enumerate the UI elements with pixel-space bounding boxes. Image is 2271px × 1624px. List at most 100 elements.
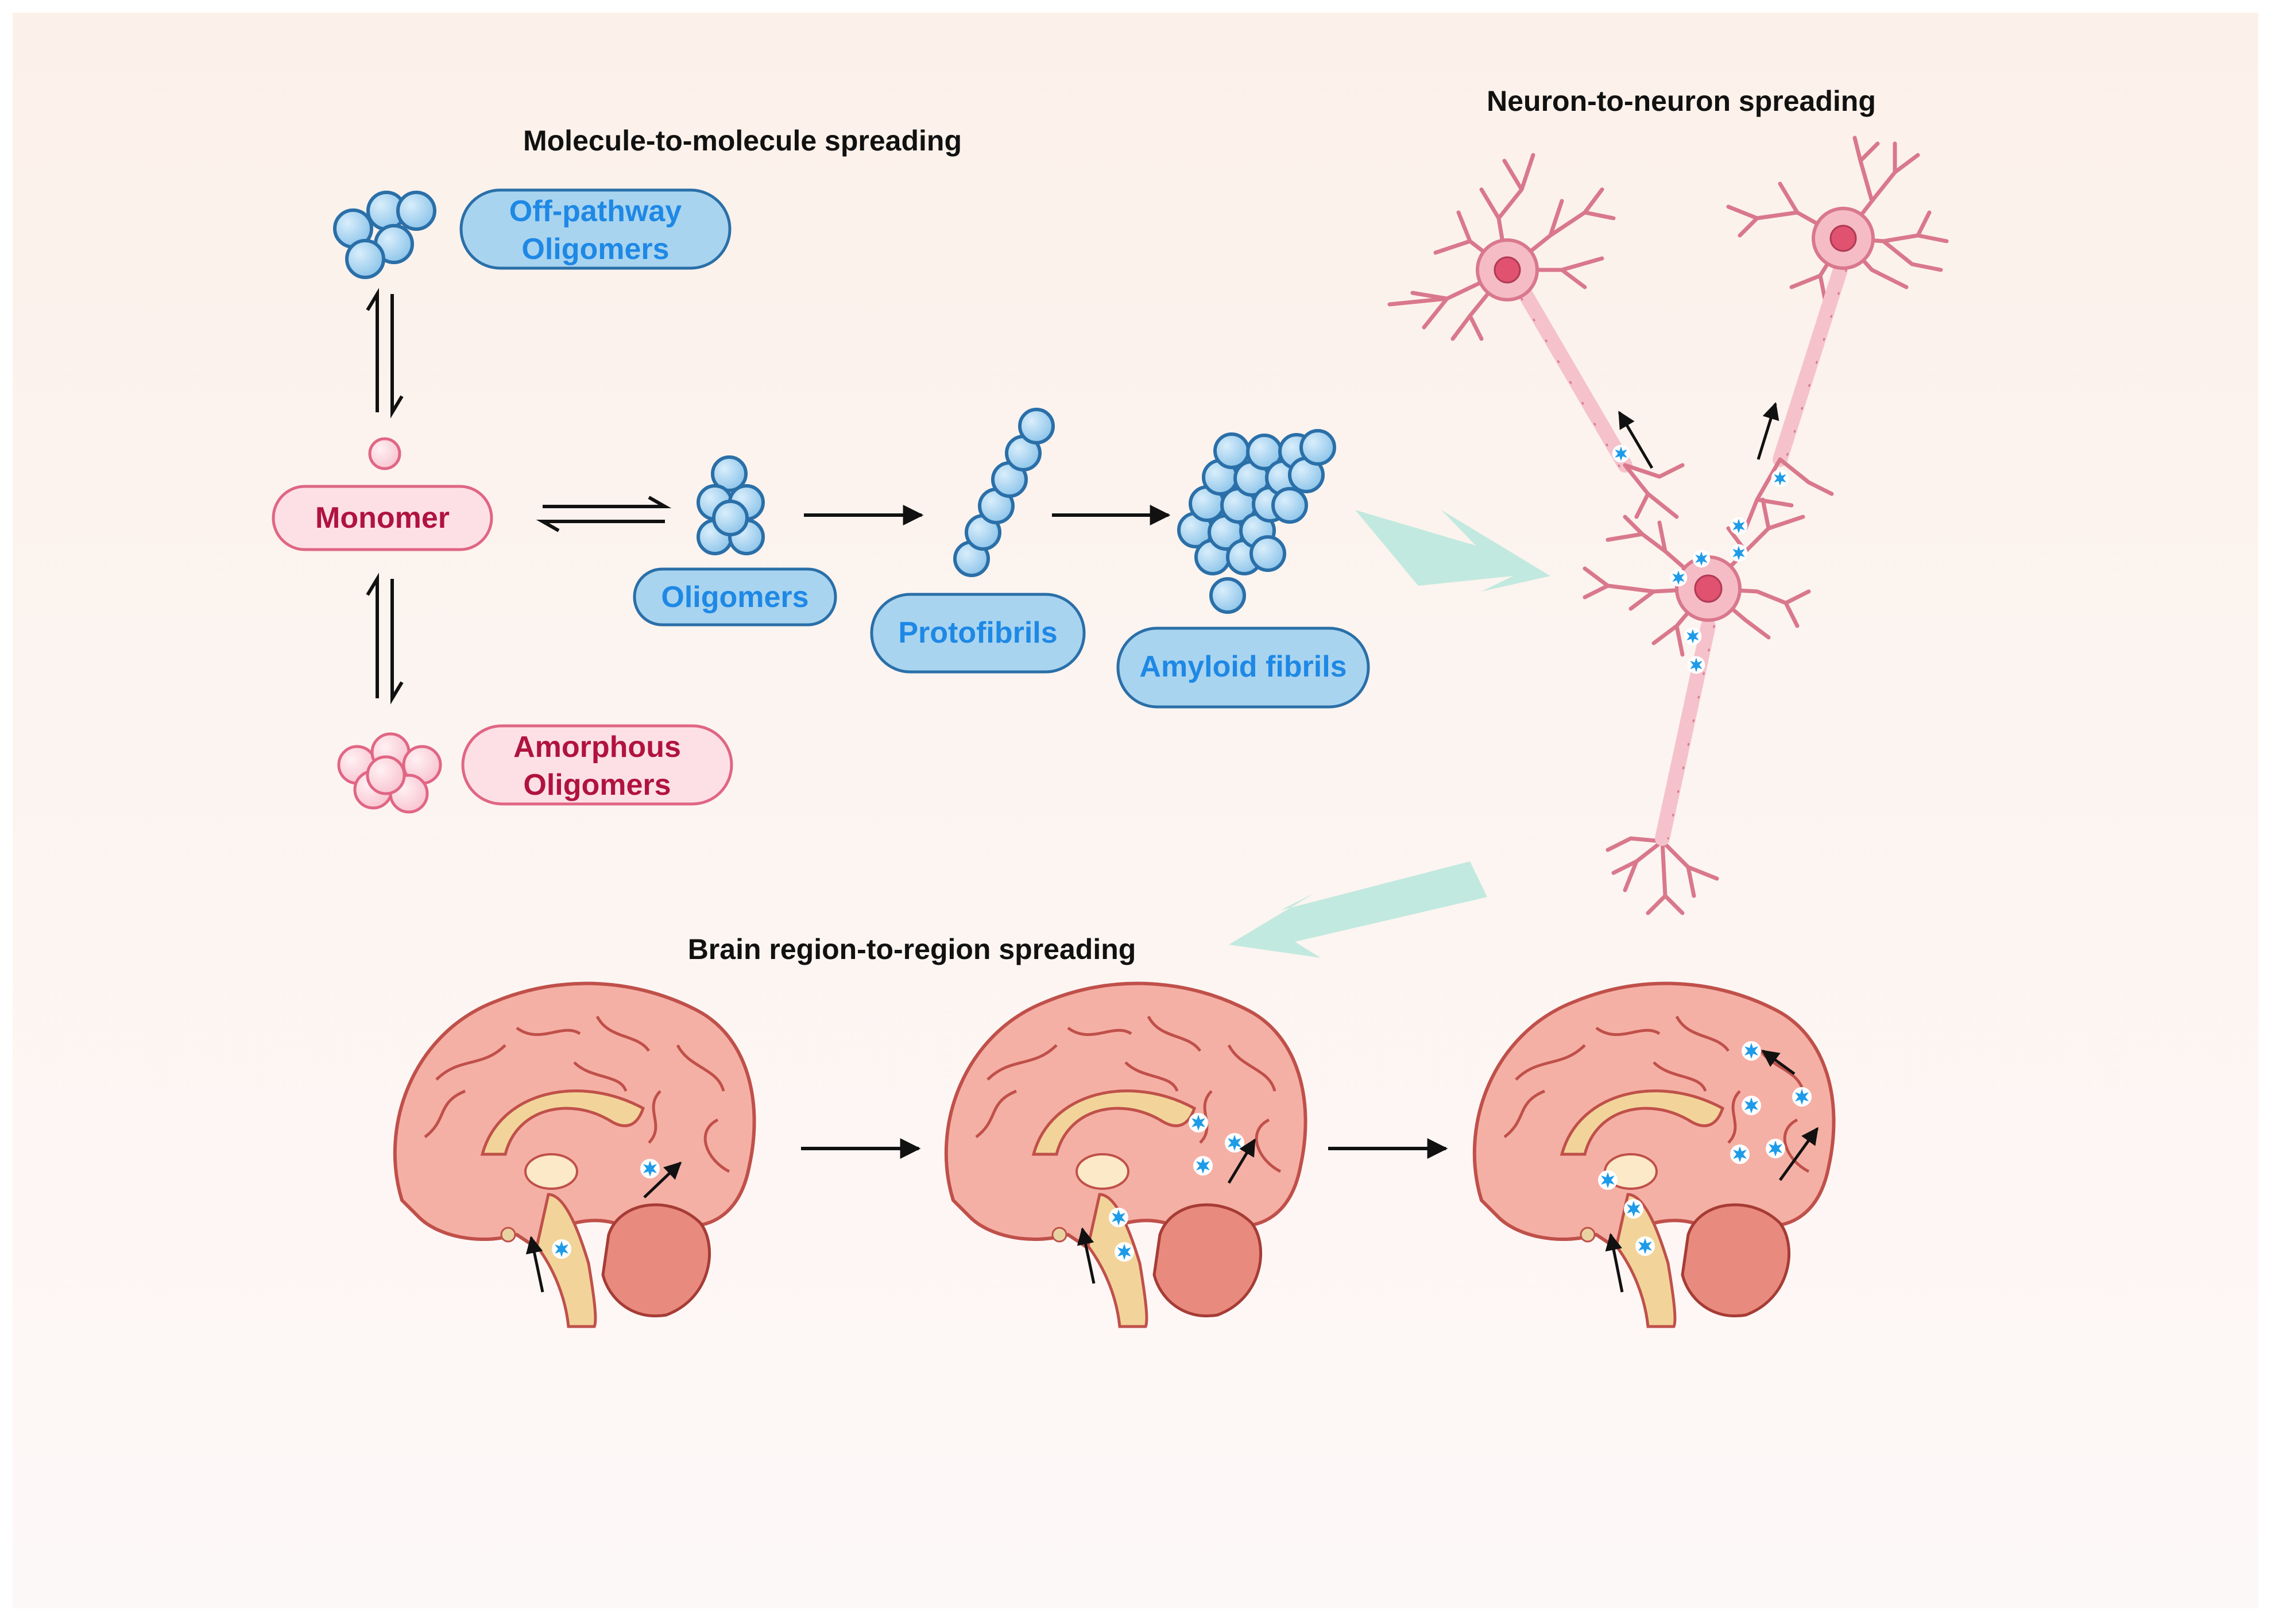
amyloid-pill	[1116, 627, 1370, 709]
brain-illustration	[393, 981, 756, 1328]
amorphous-label-line2: Oligomers	[523, 768, 671, 802]
spark-icon	[1730, 544, 1748, 562]
synapse-branches	[1623, 457, 1834, 531]
brain-gyrus-line	[1675, 1015, 1730, 1052]
neuron-network	[1387, 136, 1949, 915]
offpathway-label-line2: Oligomers	[521, 233, 669, 266]
pituitary	[500, 1227, 516, 1243]
corpus-callosum	[480, 1089, 645, 1156]
monomer-ball	[368, 437, 401, 470]
molecular-pathway: Off-pathway Oligomers Monomer Amorphous …	[272, 188, 1370, 814]
brain-gyrus-line	[676, 1044, 725, 1092]
corpus-callosum	[1560, 1089, 1725, 1156]
spark-icon	[1109, 1208, 1128, 1227]
brain-gyrus-line	[424, 1089, 466, 1138]
thalamus	[1075, 1153, 1129, 1190]
spark-icon	[1692, 550, 1711, 568]
spark-icon	[1771, 469, 1789, 488]
brain-spread-arrow	[1778, 1127, 1819, 1181]
amorphous-oligomer-cluster	[337, 732, 442, 814]
amorphous-label-line1: Amorphous	[513, 730, 681, 764]
equilibrium-arrow-down	[366, 573, 404, 705]
brain-gyrus-line	[648, 1090, 661, 1144]
brain-gyrus-line	[986, 1044, 1058, 1081]
brain-gyrus-line	[1515, 1044, 1586, 1081]
oligomers-pill	[633, 567, 837, 627]
brain-spread-arrow	[1227, 1138, 1256, 1184]
neuron-bottom-nucleus	[1694, 574, 1723, 603]
brain-gyrus-line	[1147, 1015, 1202, 1052]
spark-icon	[1669, 569, 1688, 587]
thalamus	[524, 1153, 578, 1190]
spark-icon	[1635, 1236, 1655, 1256]
brain-gyrus-line	[1595, 1026, 1661, 1036]
oligomer-cluster	[697, 455, 765, 555]
equilibrium-arrow-horizontal	[536, 496, 672, 532]
offpathway-oligomer-cluster	[333, 191, 436, 279]
spark-icon	[1624, 1199, 1643, 1219]
protofibril-chain	[953, 408, 1055, 577]
brain-spread-arrow	[525, 1236, 544, 1293]
spark-icon	[1612, 444, 1630, 463]
brain-spread-arrow	[1761, 1049, 1796, 1076]
cerebellum	[1152, 1203, 1262, 1317]
neuron-left-dendrites	[1387, 153, 1616, 341]
pituitary	[1580, 1227, 1596, 1243]
protofibrils-pill	[870, 593, 1086, 674]
spark-icon	[1598, 1170, 1618, 1190]
spark-icon	[1193, 1156, 1213, 1176]
corpus-callosum	[1031, 1089, 1197, 1156]
spark-icon	[640, 1159, 660, 1178]
background-panel	[13, 13, 2258, 1608]
brain-spread-arrow	[1605, 1233, 1624, 1293]
offpathway-pill	[459, 188, 732, 270]
brain-gyrus-line	[975, 1089, 1017, 1138]
cerebellum	[1681, 1203, 1790, 1317]
amyloid-fibril-bundle	[1177, 429, 1336, 614]
brain-gyrus-line	[595, 1015, 651, 1052]
brain-gyrus-line	[1255, 1118, 1282, 1173]
brain-spread-arrow	[1077, 1227, 1096, 1284]
protofibrils-label: Protofibrils	[898, 616, 1057, 649]
monomer-pill	[272, 485, 493, 551]
title-neuron-spreading: Neuron-to-neuron spreading	[1487, 85, 1876, 117]
neuron-left-nucleus	[1494, 256, 1521, 284]
neuron-arrow-left	[1618, 411, 1654, 469]
teal-arrow-to-neurons	[1355, 510, 1550, 591]
neuron-transmission-markers	[1612, 402, 1789, 674]
teal-arrow-to-brain	[1229, 861, 1487, 958]
brainstem	[535, 1193, 597, 1328]
brain-spread-arrow	[643, 1161, 682, 1198]
neuron-arrow-right	[1757, 402, 1779, 460]
neuron-axon-terminal	[1605, 836, 1719, 915]
spark-icon	[1742, 1096, 1761, 1115]
equilibrium-arrow-up	[366, 288, 404, 419]
brain-gyrus-line	[1783, 1118, 1810, 1173]
brain-gyrus-line	[435, 1044, 506, 1081]
spark-icon	[1766, 1139, 1785, 1158]
brain-gyrus-line	[1503, 1089, 1545, 1138]
spark-icon	[1684, 627, 1702, 645]
brain-gyrus-line	[516, 1026, 581, 1036]
spark-icon	[552, 1239, 571, 1259]
brain-gyrus-line	[703, 1118, 730, 1173]
brain-gyrus-line	[1124, 1061, 1179, 1092]
brain-illustration	[944, 981, 1307, 1328]
title-molecule-spreading: Molecule-to-molecule spreading	[523, 125, 962, 157]
brainstem	[1615, 1193, 1677, 1328]
monomer-label: Monomer	[315, 501, 450, 535]
oligomers-label: Oligomers	[661, 581, 808, 614]
amorphous-pill	[461, 724, 733, 806]
amyloid-label: Amyloid fibrils	[1139, 650, 1347, 683]
spark-icon	[1792, 1087, 1812, 1107]
spark-icon	[1189, 1113, 1208, 1132]
brain-gyrus-line	[1727, 1090, 1741, 1144]
brain-gyrus-line	[1653, 1061, 1707, 1092]
spark-icon	[1742, 1041, 1761, 1061]
neuron-right-nucleus	[1829, 225, 1857, 252]
spark-icon	[1687, 656, 1705, 674]
spark-icon	[1730, 517, 1748, 535]
pituitary	[1051, 1227, 1067, 1243]
